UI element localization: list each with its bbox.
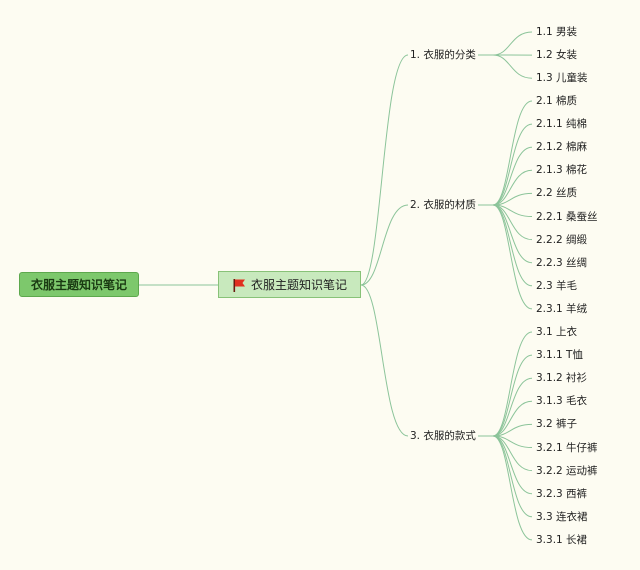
child-link: [492, 100, 533, 206]
subtopic[interactable]: 3.3.1 长裙: [536, 533, 588, 546]
child-link: [492, 204, 533, 287]
subtopic[interactable]: 3.1.2 衬衫: [536, 372, 588, 385]
subtopic[interactable]: 3.2.1 牛仔裤: [536, 441, 598, 454]
subtopic[interactable]: 2.2.1 桑蚕丝: [536, 210, 598, 223]
child-link: [492, 331, 533, 437]
branch-link: [360, 284, 409, 437]
subtopic[interactable]: 2.2.2 绸缎: [536, 233, 588, 246]
subtopic[interactable]: 2.3 羊毛: [536, 279, 578, 292]
child-link: [492, 377, 533, 437]
child-link: [492, 204, 533, 310]
subtopic[interactable]: 3.2 裤子: [536, 418, 578, 431]
child-link: [492, 400, 533, 437]
root-topic-label: 衣服主题知识笔记: [30, 278, 127, 292]
subtopic[interactable]: 3.3 连衣裙: [536, 510, 588, 523]
central-topic[interactable]: 衣服主题知识笔记: [218, 271, 361, 298]
branch-link: [360, 54, 409, 286]
child-link: [492, 435, 533, 518]
child-link: [492, 146, 533, 206]
branch-topic[interactable]: 1. 衣服的分类: [410, 49, 476, 61]
branch-topic[interactable]: 3. 衣服的款式: [410, 430, 476, 442]
subtopic[interactable]: 2.1.3 棉花: [536, 164, 588, 177]
central-topic-label: 衣服主题知识笔记: [250, 278, 347, 292]
branch-link: [360, 204, 409, 286]
child-link: [492, 31, 533, 56]
child-link: [492, 435, 533, 541]
child-link: [492, 435, 533, 495]
subtopic[interactable]: 3.1.3 毛衣: [536, 395, 588, 408]
subtopic[interactable]: 3.2.2 运动裤: [536, 464, 598, 477]
subtopic[interactable]: 2.3.1 羊绒: [536, 302, 588, 315]
subtopic[interactable]: 2.1 棉质: [536, 95, 578, 107]
child-link: [492, 192, 533, 206]
subtopic[interactable]: 2.1.1 纯棉: [536, 118, 588, 131]
child-link: [492, 204, 533, 264]
child-link: [492, 169, 533, 206]
subtopic[interactable]: 1.3 儿童装: [536, 72, 588, 85]
subtopic[interactable]: 3.1 上衣: [536, 326, 578, 338]
subtopic[interactable]: 1.2 女装: [536, 49, 578, 62]
child-link: [492, 354, 533, 437]
subtopic[interactable]: 1.1 男装: [536, 26, 578, 38]
red-flag-icon: [233, 278, 245, 292]
root-topic[interactable]: 衣服主题知识笔记: [19, 272, 139, 297]
child-link: [492, 54, 533, 79]
subtopic[interactable]: 3.1.1 T恤: [536, 349, 583, 362]
child-link: [492, 423, 533, 437]
child-link: [492, 123, 533, 206]
subtopic[interactable]: 2.2.3 丝绸: [536, 256, 588, 269]
subtopic[interactable]: 2.1.2 棉麻: [536, 141, 588, 154]
branch-topic[interactable]: 2. 衣服的材质: [410, 199, 476, 211]
subtopic[interactable]: 2.2 丝质: [536, 187, 578, 200]
subtopic[interactable]: 3.2.3 西裤: [536, 487, 588, 500]
